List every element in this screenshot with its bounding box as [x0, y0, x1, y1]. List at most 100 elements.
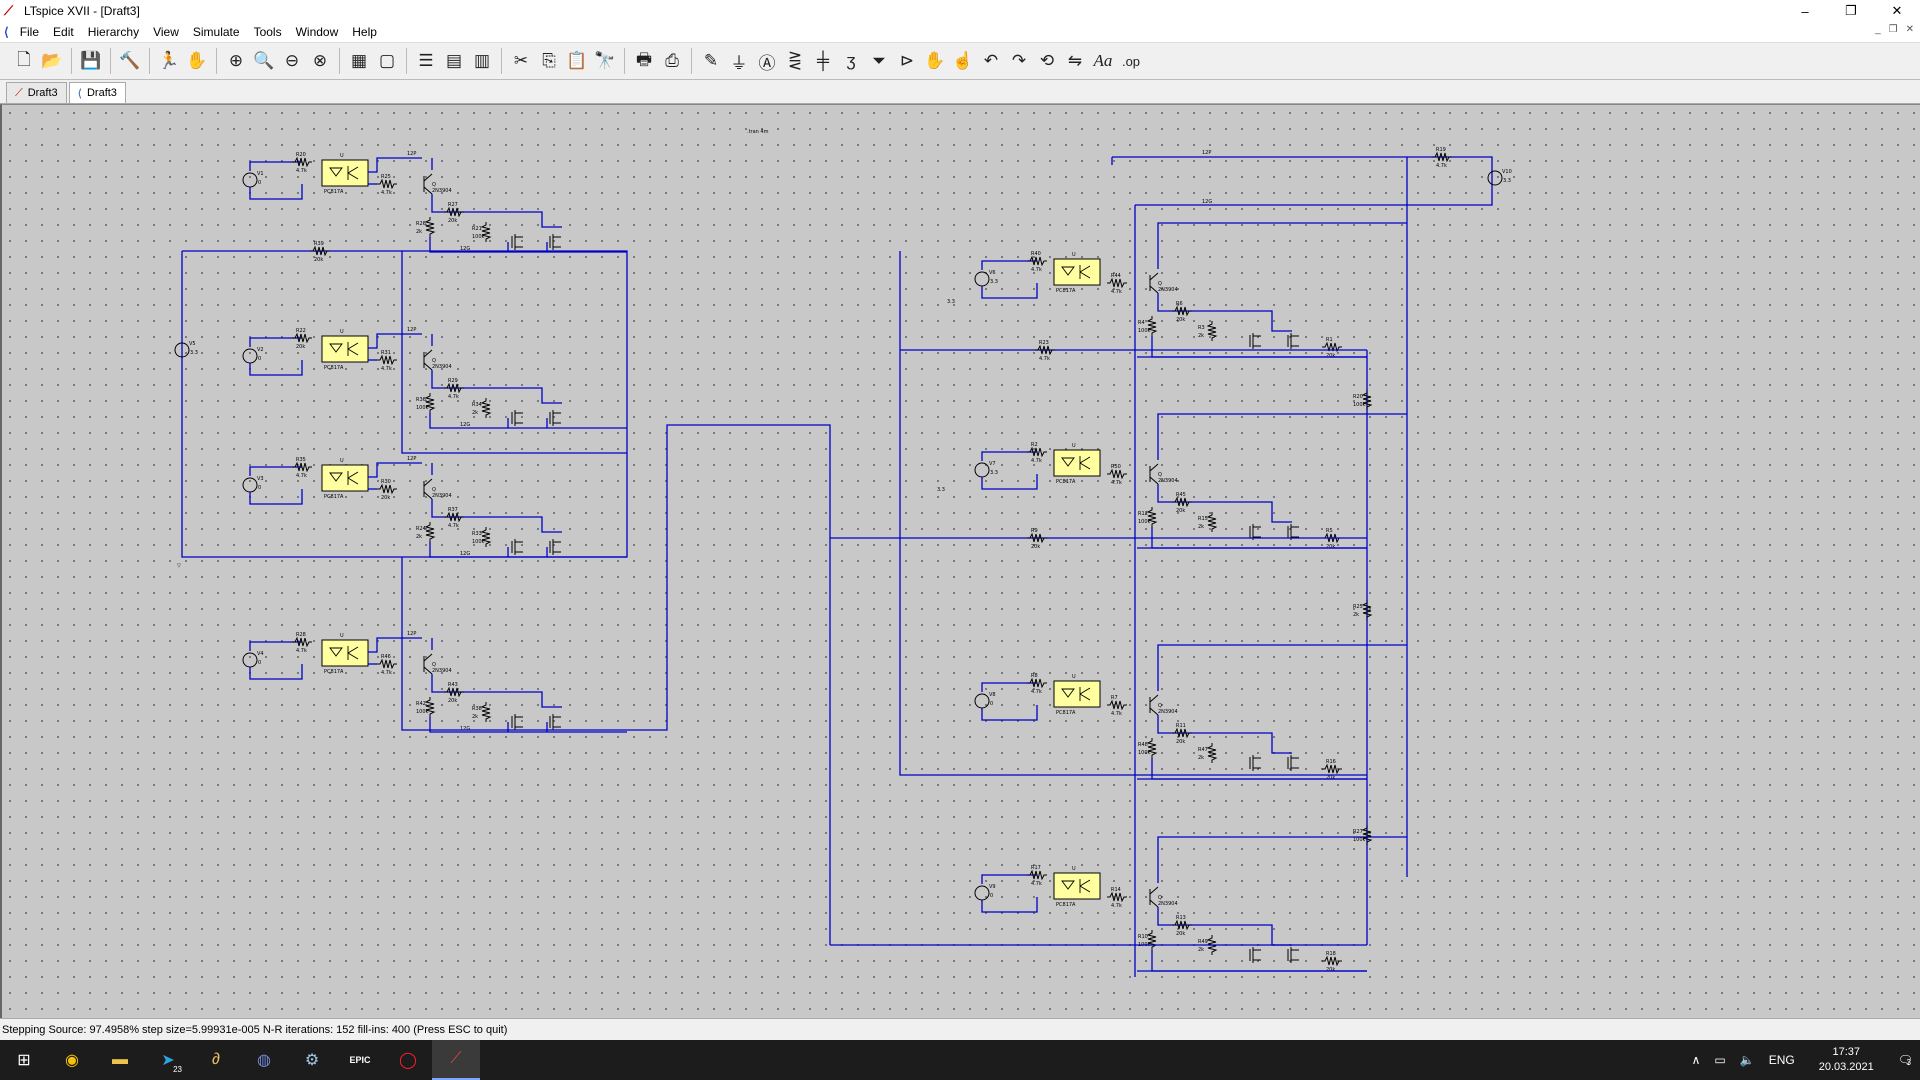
mosfet[interactable] [1249, 333, 1261, 349]
wire[interactable] [899, 251, 1367, 776]
mdi-close-icon[interactable]: ✕ [1905, 24, 1914, 35]
menu-window[interactable]: Window [295, 25, 339, 39]
resistor[interactable] [1027, 255, 1047, 267]
resistor[interactable] [480, 702, 492, 722]
minimize-button[interactable]: – [1801, 3, 1809, 19]
voltage-source[interactable] [242, 652, 258, 668]
control-panel-icon[interactable]: 🔨 [119, 51, 141, 70]
mosfet[interactable] [1287, 524, 1299, 540]
optocoupler[interactable] [321, 159, 369, 187]
resistor[interactable] [1107, 277, 1127, 289]
optocoupler[interactable] [1053, 449, 1101, 477]
resistor[interactable] [1322, 955, 1342, 967]
resistor[interactable] [424, 522, 436, 542]
wire[interactable] [181, 250, 628, 558]
optocoupler[interactable] [1053, 680, 1101, 708]
resistor[interactable] [1027, 869, 1047, 881]
wire[interactable] [429, 237, 627, 253]
resistor[interactable] [1027, 532, 1047, 544]
wire[interactable] [981, 682, 1037, 692]
transistor[interactable] [1149, 694, 1159, 716]
resistor[interactable] [1206, 321, 1218, 341]
transistor[interactable] [1149, 886, 1159, 908]
wire[interactable] [368, 637, 422, 653]
spice-directive[interactable]: .tran 4m [747, 129, 769, 135]
mdi-minimize-icon[interactable]: _ [1875, 24, 1881, 35]
schematic-drawing[interactable]: V10R204.7kPC817AUR254.7kQ2N390412PR2720k… [2, 105, 1920, 1018]
wire[interactable] [981, 874, 1037, 884]
resistor[interactable] [377, 178, 397, 190]
wire[interactable] [1197, 501, 1292, 523]
mdi-restore-icon[interactable]: ❐ [1888, 24, 1898, 35]
menu-simulate[interactable]: Simulate [192, 25, 240, 39]
transistor[interactable] [423, 173, 433, 195]
paste-icon[interactable]: 📋 [566, 51, 588, 70]
wire[interactable] [981, 897, 1038, 913]
resistor[interactable] [292, 332, 312, 344]
wire[interactable] [981, 260, 1037, 270]
find-icon[interactable]: 🔭 [594, 51, 616, 70]
voltage-source[interactable] [242, 348, 258, 364]
wire[interactable] [431, 674, 472, 693]
mosfet[interactable] [511, 234, 523, 250]
wire[interactable] [431, 499, 472, 518]
resistor[interactable] [292, 156, 312, 168]
voltage-source[interactable] [242, 172, 258, 188]
mosfet[interactable] [1287, 755, 1299, 771]
mosfet[interactable] [1287, 333, 1299, 349]
resistor[interactable] [480, 398, 492, 418]
voltage-source[interactable] [1487, 170, 1503, 186]
wire[interactable] [981, 283, 1038, 299]
mosfet[interactable] [1249, 524, 1261, 540]
optocoupler-symbol[interactable] [1061, 879, 1091, 893]
opera-icon[interactable]: ◯ [399, 1052, 417, 1069]
menu-file[interactable]: File [19, 25, 40, 39]
resistor[interactable] [424, 393, 436, 413]
resistor[interactable] [1322, 763, 1342, 775]
optocoupler[interactable] [1053, 872, 1101, 900]
wire[interactable] [249, 641, 302, 651]
wire[interactable] [249, 337, 302, 347]
voltage-source[interactable] [242, 477, 258, 493]
resistor[interactable] [480, 527, 492, 547]
clock[interactable]: 17:37 20.03.2021 [1802, 1045, 1891, 1075]
wire[interactable] [431, 194, 472, 213]
copy-icon[interactable]: ⎘ [542, 51, 556, 70]
voltage-source[interactable] [974, 885, 990, 901]
resistor[interactable] [1146, 316, 1158, 336]
telegram-icon[interactable]: ➤23 [161, 1052, 182, 1074]
wire[interactable] [472, 691, 562, 708]
wire[interactable] [981, 705, 1038, 721]
menu-help[interactable]: Help [352, 25, 377, 39]
print-preview-icon[interactable]: ⎙ [665, 51, 679, 70]
menu-hierarchy[interactable]: Hierarchy [87, 25, 140, 39]
optocoupler[interactable] [1053, 258, 1101, 286]
wire[interactable] [249, 664, 303, 680]
component-icon[interactable]: ⊳ [899, 51, 915, 70]
transistor[interactable] [423, 349, 433, 371]
wire[interactable] [431, 370, 472, 389]
drag-icon[interactable]: ☝ [952, 51, 974, 70]
wire[interactable] [472, 516, 562, 533]
plot-icon[interactable]: ▢ [378, 51, 396, 70]
print-icon[interactable]: 🖶 [635, 49, 653, 69]
optocoupler[interactable] [321, 464, 369, 492]
mosfet[interactable] [549, 714, 561, 730]
mosfet[interactable] [1249, 755, 1261, 771]
resistor[interactable] [444, 206, 464, 218]
mosfet[interactable] [1287, 947, 1299, 963]
wire[interactable] [472, 387, 562, 404]
zoom-out-icon[interactable]: ⊖ [284, 51, 300, 70]
chevron-up-icon[interactable]: ∧ [1691, 1053, 1701, 1067]
optocoupler[interactable] [321, 335, 369, 363]
resistor[interactable] [1172, 727, 1192, 739]
discord-icon[interactable]: ◍ [257, 1052, 271, 1069]
resistor[interactable] [1206, 512, 1218, 532]
ground-icon[interactable]: ⏚ [730, 53, 748, 73]
wire[interactable] [981, 474, 1038, 490]
resistor[interactable] [1172, 919, 1192, 931]
optocoupler-symbol[interactable] [1061, 456, 1091, 470]
wire[interactable] [981, 451, 1037, 461]
wire[interactable] [429, 413, 627, 429]
mirror-icon[interactable]: ⇋ [1067, 51, 1083, 70]
